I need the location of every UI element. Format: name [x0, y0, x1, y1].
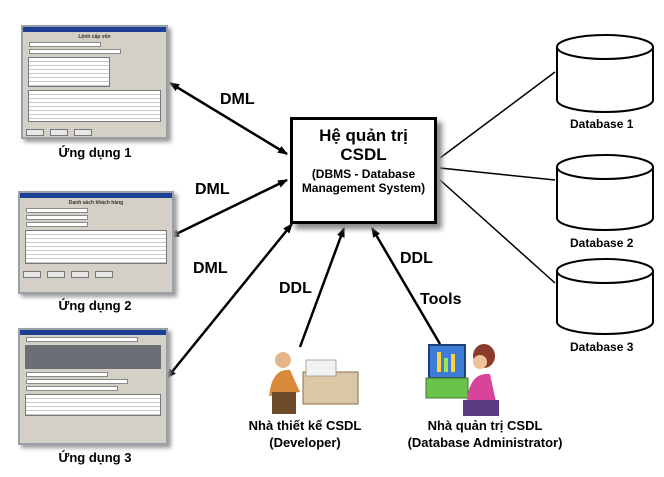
edge-app1-dbms	[169, 81, 288, 156]
administrator-caption-line1: Nhà quản trị CSDL	[427, 418, 543, 433]
edge-developer-dbms	[298, 227, 346, 348]
application-1-caption: Ứng dụng 1	[58, 145, 132, 160]
application-3-window	[18, 328, 168, 445]
window-title: Lệnh cấp vốn	[78, 34, 111, 40]
dbms-box: Hệ quản trị CSDL (DBMS - Database Manage…	[290, 117, 437, 224]
edge-app3-dbms	[166, 223, 293, 379]
window-title: Danh sách khách hàng	[68, 200, 124, 206]
edge-label-tools: Tools	[420, 291, 462, 308]
developer-illustration	[269, 352, 359, 414]
edge-admin-dbms	[370, 227, 442, 345]
window-titlebar	[23, 27, 166, 32]
edge-label-dml-2: DML	[195, 181, 230, 198]
dbms-title: Hệ quản trị CSDL	[319, 126, 408, 164]
application-2-window: Danh sách khách hàng	[18, 191, 174, 294]
administrator-illustration	[425, 344, 499, 416]
edge-label-ddl-admin: DDL	[400, 250, 433, 267]
edge-dbms-db1	[439, 71, 556, 159]
administrator-caption-line2: (Database Administrator)	[407, 435, 563, 450]
developer-caption-line2: (Developer)	[269, 435, 341, 450]
window-titlebar	[20, 193, 172, 198]
edge-dbms-db2	[439, 167, 556, 181]
dbms-subtitle: (DBMS - Database Management System)	[301, 167, 426, 195]
application-3-caption: Ứng dụng 3	[58, 450, 132, 465]
edge-label-ddl-developer: DDL	[279, 280, 312, 297]
database-2-cylinder	[556, 154, 654, 231]
application-2-caption: Ứng dụng 2	[58, 298, 132, 313]
application-1-window: Lệnh cấp vốn	[21, 25, 168, 139]
edge-label-dml-1: DML	[220, 91, 255, 108]
database-2-label: Database 2	[570, 236, 634, 250]
window-titlebar	[20, 330, 166, 335]
developer-caption-line1: Nhà thiết kế CSDL	[248, 418, 362, 433]
database-3-cylinder	[556, 258, 654, 335]
database-3-label: Database 3	[570, 340, 634, 354]
edge-dbms-db3	[439, 179, 556, 284]
database-1-label: Database 1	[570, 117, 634, 131]
edge-label-dml-3: DML	[193, 260, 228, 277]
database-1-cylinder	[556, 34, 654, 113]
